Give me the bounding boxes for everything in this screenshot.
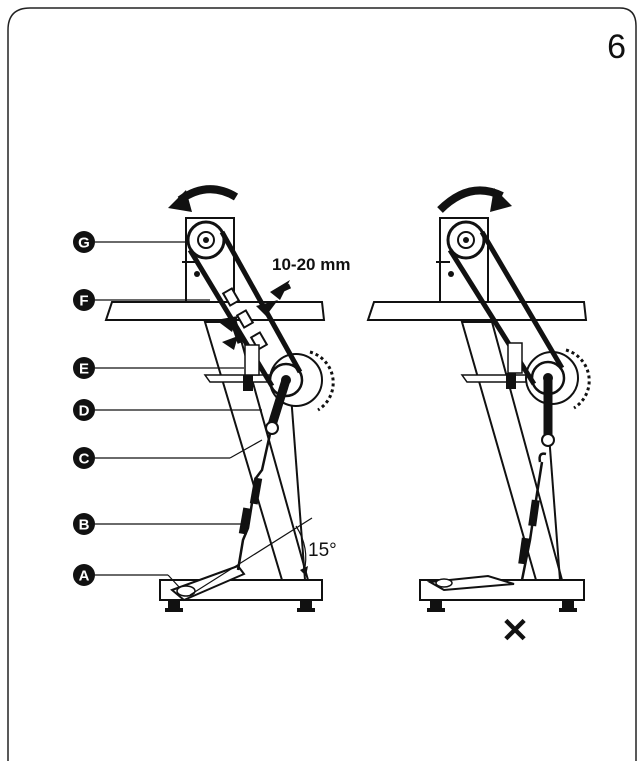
callout-g: G bbox=[73, 231, 95, 253]
pedal-right bbox=[426, 574, 515, 592]
callout-a: A bbox=[73, 564, 95, 586]
belt-right bbox=[219, 230, 303, 374]
callout-g-label: G bbox=[78, 235, 90, 252]
page-number: 6 bbox=[607, 28, 626, 66]
callout-b-label: B bbox=[79, 517, 90, 534]
wrong-mark: ✕ bbox=[501, 612, 530, 650]
left-figure-correct bbox=[104, 185, 335, 612]
callout-b: B bbox=[73, 513, 95, 535]
callout-c: C bbox=[73, 447, 95, 469]
callout-a-label: A bbox=[79, 568, 90, 585]
callout-f-label: F bbox=[79, 293, 88, 310]
measurement-label: 10-20 mm bbox=[272, 255, 350, 274]
callout-f: F bbox=[73, 289, 95, 311]
callout-leaders bbox=[95, 241, 263, 589]
rotation-arrow-left bbox=[177, 185, 239, 204]
table-top bbox=[104, 301, 326, 321]
right-figure-incorrect bbox=[366, 186, 591, 612]
callout-e: E bbox=[73, 357, 95, 379]
angle-label: 15° bbox=[308, 540, 337, 561]
callout-e-label: E bbox=[79, 361, 89, 378]
callout-d-label: D bbox=[79, 403, 90, 420]
table-top-right bbox=[366, 301, 588, 321]
callout-d: D bbox=[73, 399, 95, 421]
callout-c-label: C bbox=[79, 451, 90, 468]
page-border bbox=[7, 7, 637, 761]
